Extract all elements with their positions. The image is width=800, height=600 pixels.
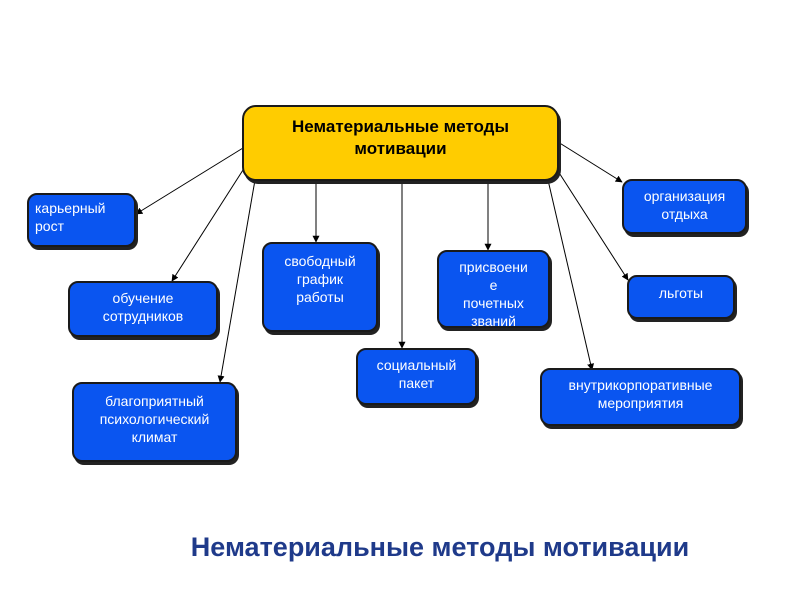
arrow-to-career xyxy=(135,147,244,215)
arrow-to-leisure xyxy=(557,141,623,183)
node-career: карьерный рост xyxy=(27,193,136,247)
node-titles: присвоени е почетных званий xyxy=(437,250,550,328)
node-training: обучение сотрудников xyxy=(68,281,218,337)
center-node: Нематериальные методы мотивации xyxy=(242,105,559,181)
arrow-to-training xyxy=(171,169,244,282)
node-benefits: льготы xyxy=(627,275,735,319)
node-climate: благоприятный психологический климат xyxy=(72,382,237,462)
node-leisure: организация отдыха xyxy=(622,179,747,234)
node-events: внутрикорпоративные мероприятия xyxy=(540,368,741,426)
node-schedule: свободный график работы xyxy=(262,242,378,332)
arrow-to-climate xyxy=(217,179,256,383)
node-social: социальный пакет xyxy=(356,348,477,405)
arrow-to-events xyxy=(547,179,594,371)
arrow-to-benefits xyxy=(555,167,629,281)
slide-title: Нематериальные методы мотивации xyxy=(190,532,690,562)
